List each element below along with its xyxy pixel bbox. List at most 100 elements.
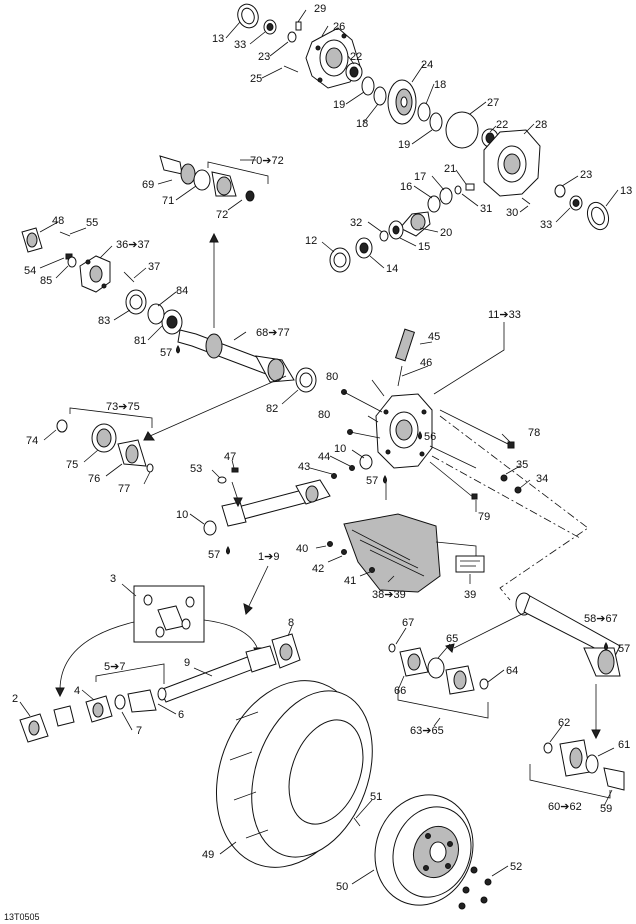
bolt-40 (327, 541, 333, 547)
label-59: 59 (600, 803, 612, 815)
pin-55 (59, 231, 71, 237)
label-45: 45 (428, 331, 440, 343)
skid-plate-38 (343, 513, 441, 593)
label-42: 42 (312, 563, 324, 575)
label-29: 29 (314, 3, 326, 15)
label-68-77: 68➔77 (256, 327, 290, 339)
washer-32 (379, 230, 389, 242)
seal-10-shaft (203, 520, 217, 536)
label-57b: 57 (366, 475, 378, 487)
label-14: 14 (386, 263, 398, 275)
label-74: 74 (26, 435, 38, 447)
center-housing-group (211, 322, 589, 601)
label-36-37: 36➔37 (116, 239, 150, 251)
label-11-33: 11➔33 (488, 309, 521, 321)
clamp-62 (543, 742, 553, 754)
u-joint-kit-group (19, 583, 301, 743)
label-2: 2 (12, 693, 18, 705)
washer-85 (67, 256, 77, 268)
stub-59 (603, 767, 625, 791)
label-10-shaft: 10 (176, 509, 188, 521)
label-23-top: 23 (258, 51, 270, 63)
label-18-left: 18 (356, 118, 368, 130)
label-67: 67 (402, 617, 414, 629)
label-79: 79 (478, 511, 490, 523)
label-33-top: 33 (234, 39, 246, 51)
shaft-9 (159, 655, 257, 703)
label-1-9: 1➔9 (258, 551, 279, 563)
label-19-top: 19 (333, 99, 345, 111)
oil-drop-56 (418, 431, 422, 440)
label-41: 41 (344, 575, 356, 587)
boot-6 (127, 689, 157, 713)
label-32: 32 (350, 217, 362, 229)
shim-18 (373, 86, 387, 106)
label-22-top: 22 (350, 51, 362, 63)
valve-51 (353, 817, 361, 827)
label-71: 71 (162, 195, 174, 207)
label-7: 7 (136, 725, 142, 737)
nut-52 (470, 866, 478, 874)
label-3: 3 (110, 573, 116, 585)
label-61: 61 (618, 739, 630, 751)
label-72: 72 (216, 209, 228, 221)
label-82: 82 (266, 403, 278, 415)
washer-44 (349, 465, 355, 471)
label-55: 55 (86, 217, 98, 229)
label-53: 53 (190, 463, 202, 475)
label-13-top: 13 (212, 33, 224, 45)
label-30: 30 (506, 207, 518, 219)
label-83: 83 (98, 315, 110, 327)
nut-35 (500, 474, 508, 482)
shim-16 (427, 195, 441, 213)
rear-differential-group (237, 3, 610, 273)
label-8: 8 (288, 617, 294, 629)
label-80-lower: 80 (318, 409, 330, 421)
nut-43 (331, 473, 337, 479)
shim-19-right (429, 112, 443, 132)
front-drive-shaft-group (21, 155, 317, 393)
label-18-right: 18 (434, 79, 446, 91)
label-84: 84 (176, 285, 188, 297)
pin-29 (295, 21, 302, 31)
shim-17 (439, 187, 453, 205)
label-56: 56 (424, 431, 436, 443)
label-48: 48 (52, 215, 64, 227)
oring-27 (445, 111, 479, 149)
label-66: 66 (394, 685, 406, 697)
label-27: 27 (487, 97, 499, 109)
label-70-72: 70➔72 (250, 155, 284, 167)
label-57d: 57 (618, 643, 630, 655)
spacer-21 (465, 183, 475, 191)
label-50: 50 (336, 881, 348, 893)
label-60-62: 60➔62 (548, 801, 582, 813)
screw-25 (283, 65, 299, 73)
shim-18-right (417, 102, 431, 122)
label-15: 15 (418, 241, 430, 253)
label-69: 69 (142, 179, 154, 191)
oil-drop-57a (176, 345, 180, 354)
label-28: 28 (535, 119, 547, 131)
oil-drop-57b (383, 475, 387, 484)
ring-67 (388, 643, 396, 653)
rear-drive-shaft-group (388, 592, 625, 807)
label-81: 81 (134, 335, 146, 347)
label-21: 21 (444, 163, 456, 175)
label-6: 6 (178, 709, 184, 721)
bolt-37 (123, 271, 135, 283)
clamp-61 (585, 754, 599, 774)
label-35: 35 (516, 459, 528, 471)
oil-drop-57c (226, 546, 230, 555)
clamp-7 (114, 694, 126, 710)
label-10-center: 10 (334, 443, 346, 455)
lever-46 (397, 365, 403, 387)
clip-41 (369, 567, 375, 573)
washer-42 (341, 549, 347, 555)
boot-71 (193, 169, 211, 191)
label-64: 64 (506, 665, 518, 677)
u-joint (221, 501, 247, 527)
label-20: 20 (440, 227, 452, 239)
label-49: 49 (202, 849, 214, 861)
label-54: 54 (24, 265, 36, 277)
